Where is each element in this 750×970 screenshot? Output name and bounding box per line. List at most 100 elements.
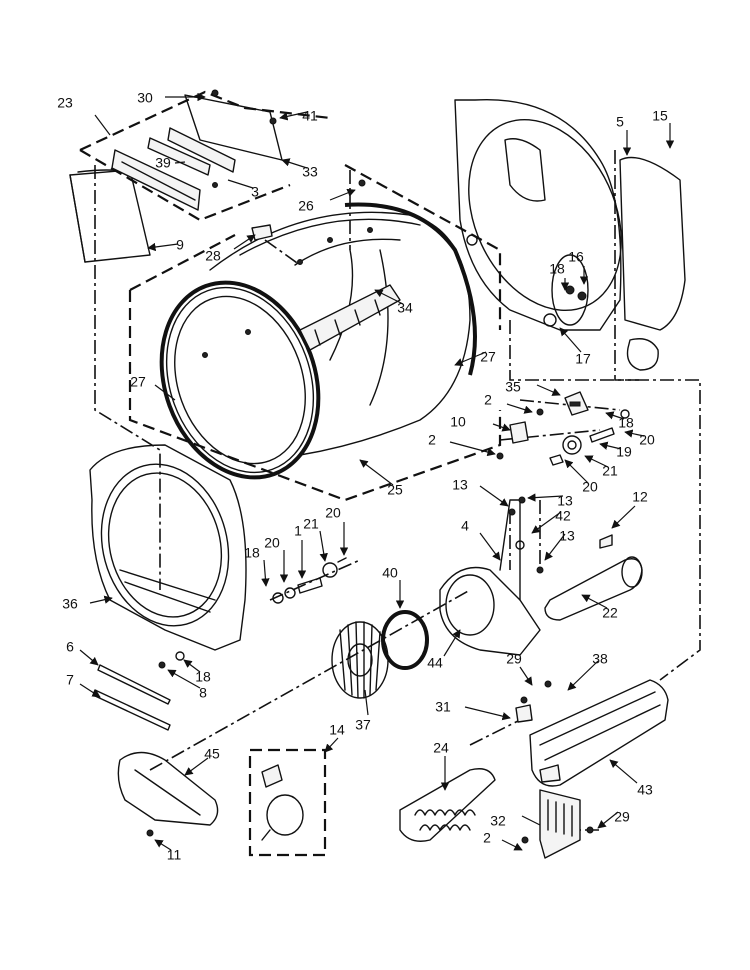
leader-line-18 <box>605 411 625 420</box>
leader-line-7 <box>79 683 101 698</box>
callout-number: 7 <box>66 672 74 688</box>
leader-line-10 <box>492 423 511 432</box>
leader-line-33 <box>281 158 308 169</box>
callout-number: 20 <box>264 535 280 551</box>
drum-rear-seal <box>344 202 477 376</box>
callout-number: 25 <box>387 482 403 498</box>
callout-number: 12 <box>632 489 648 505</box>
leader-line-21 <box>584 455 609 468</box>
leader-line-28 <box>233 234 256 250</box>
callout-number: 18 <box>244 545 260 561</box>
leader-line-3 <box>227 179 254 189</box>
callout-number: 10 <box>450 414 466 430</box>
leader-line-35 <box>536 384 561 396</box>
callout-number: 18 <box>195 669 211 685</box>
callout-number: 29 <box>506 651 522 667</box>
leader-line-20 <box>624 429 645 438</box>
callout-number: 20 <box>639 432 655 448</box>
callout-number: 33 <box>302 164 318 180</box>
leader-line-8 <box>167 669 201 689</box>
callout-labels: 1222345678910111213131314151617181818181… <box>57 90 668 863</box>
callout-number: 34 <box>397 300 413 316</box>
callout-number: 21 <box>602 463 618 479</box>
pulley-assembly <box>549 409 630 466</box>
idler-pulley-set <box>272 557 347 604</box>
callout-number: 28 <box>205 248 221 264</box>
callout-number: 5 <box>616 114 624 130</box>
callout-number: 2 <box>428 432 436 448</box>
drum-front-opening <box>159 280 321 480</box>
callout-number: 37 <box>355 717 371 733</box>
leader-line-9 <box>147 242 179 252</box>
leader-line-2 <box>506 403 533 414</box>
callout-number: 26 <box>298 198 314 214</box>
small-screws-top <box>211 89 366 188</box>
leader-line-12 <box>611 505 636 529</box>
exhaust-duct <box>544 556 643 621</box>
leader-line-45 <box>184 757 209 776</box>
callout-number: 8 <box>199 685 207 701</box>
callout-number: 3 <box>251 184 259 200</box>
callout-number: 36 <box>62 596 78 612</box>
front-screws <box>158 651 185 669</box>
duct-clip <box>599 534 613 549</box>
leader-line-41 <box>279 111 308 121</box>
leader-line-29 <box>597 811 619 829</box>
lint-filter <box>69 169 151 263</box>
leader-line-18 <box>183 659 201 673</box>
drum-baffle <box>299 284 401 351</box>
heater-bracket-screws <box>515 680 594 844</box>
filter-housing-rails <box>111 127 236 211</box>
drum-bracket <box>251 224 273 241</box>
callout-number: 32 <box>490 813 506 829</box>
leader-line-4 <box>479 532 501 561</box>
leader-line-23 <box>94 114 111 136</box>
leader-line-21 <box>319 530 328 562</box>
callout-number: 15 <box>652 108 668 124</box>
leader-line-19 <box>599 441 622 450</box>
leader-line-43 <box>609 759 638 784</box>
callout-number: 9 <box>176 237 184 253</box>
callout-number: 2 <box>483 830 491 846</box>
leader-line-32 <box>521 815 541 826</box>
callout-number: 43 <box>637 782 653 798</box>
callout-number: 19 <box>616 444 632 460</box>
leader-line-39 <box>174 161 186 164</box>
callout-number: 4 <box>461 518 469 534</box>
callout-number: 31 <box>435 699 451 715</box>
blower-housing <box>439 499 541 656</box>
leader-line-22 <box>581 594 608 609</box>
callout-number: 18 <box>618 415 634 431</box>
callout-number: 14 <box>329 722 345 738</box>
callout-number: 38 <box>592 651 608 667</box>
callout-number: 40 <box>382 565 398 581</box>
screws-middle-right <box>496 408 544 460</box>
callout-leaders <box>79 92 675 851</box>
front-bulkhead <box>89 444 247 651</box>
leader-line-42 <box>531 511 562 534</box>
leader-line-13 <box>527 493 564 502</box>
leader-line-44 <box>443 629 461 657</box>
leader-line-18 <box>261 559 270 587</box>
leader-line-36 <box>89 595 113 604</box>
blower-screws <box>508 496 544 574</box>
callout-number: 24 <box>433 740 449 756</box>
leader-line-20 <box>564 459 589 484</box>
callout-number: 44 <box>427 655 443 671</box>
leader-line-29 <box>519 666 533 686</box>
callout-number: 42 <box>555 508 571 524</box>
callout-number: 23 <box>57 95 73 111</box>
leader-line-31 <box>464 706 511 721</box>
blower-wheel <box>331 621 389 699</box>
duct-adapter <box>117 751 219 837</box>
leader-line-14 <box>324 737 339 753</box>
callout-number: 27 <box>480 349 496 365</box>
leader-line-2 <box>449 441 496 457</box>
callout-number: 18 <box>549 261 565 277</box>
callout-number: 35 <box>505 379 521 395</box>
drum <box>202 211 471 456</box>
rear-vent-cover <box>619 156 686 371</box>
callout-number: 39 <box>155 155 171 171</box>
alignment-lines <box>94 150 701 831</box>
